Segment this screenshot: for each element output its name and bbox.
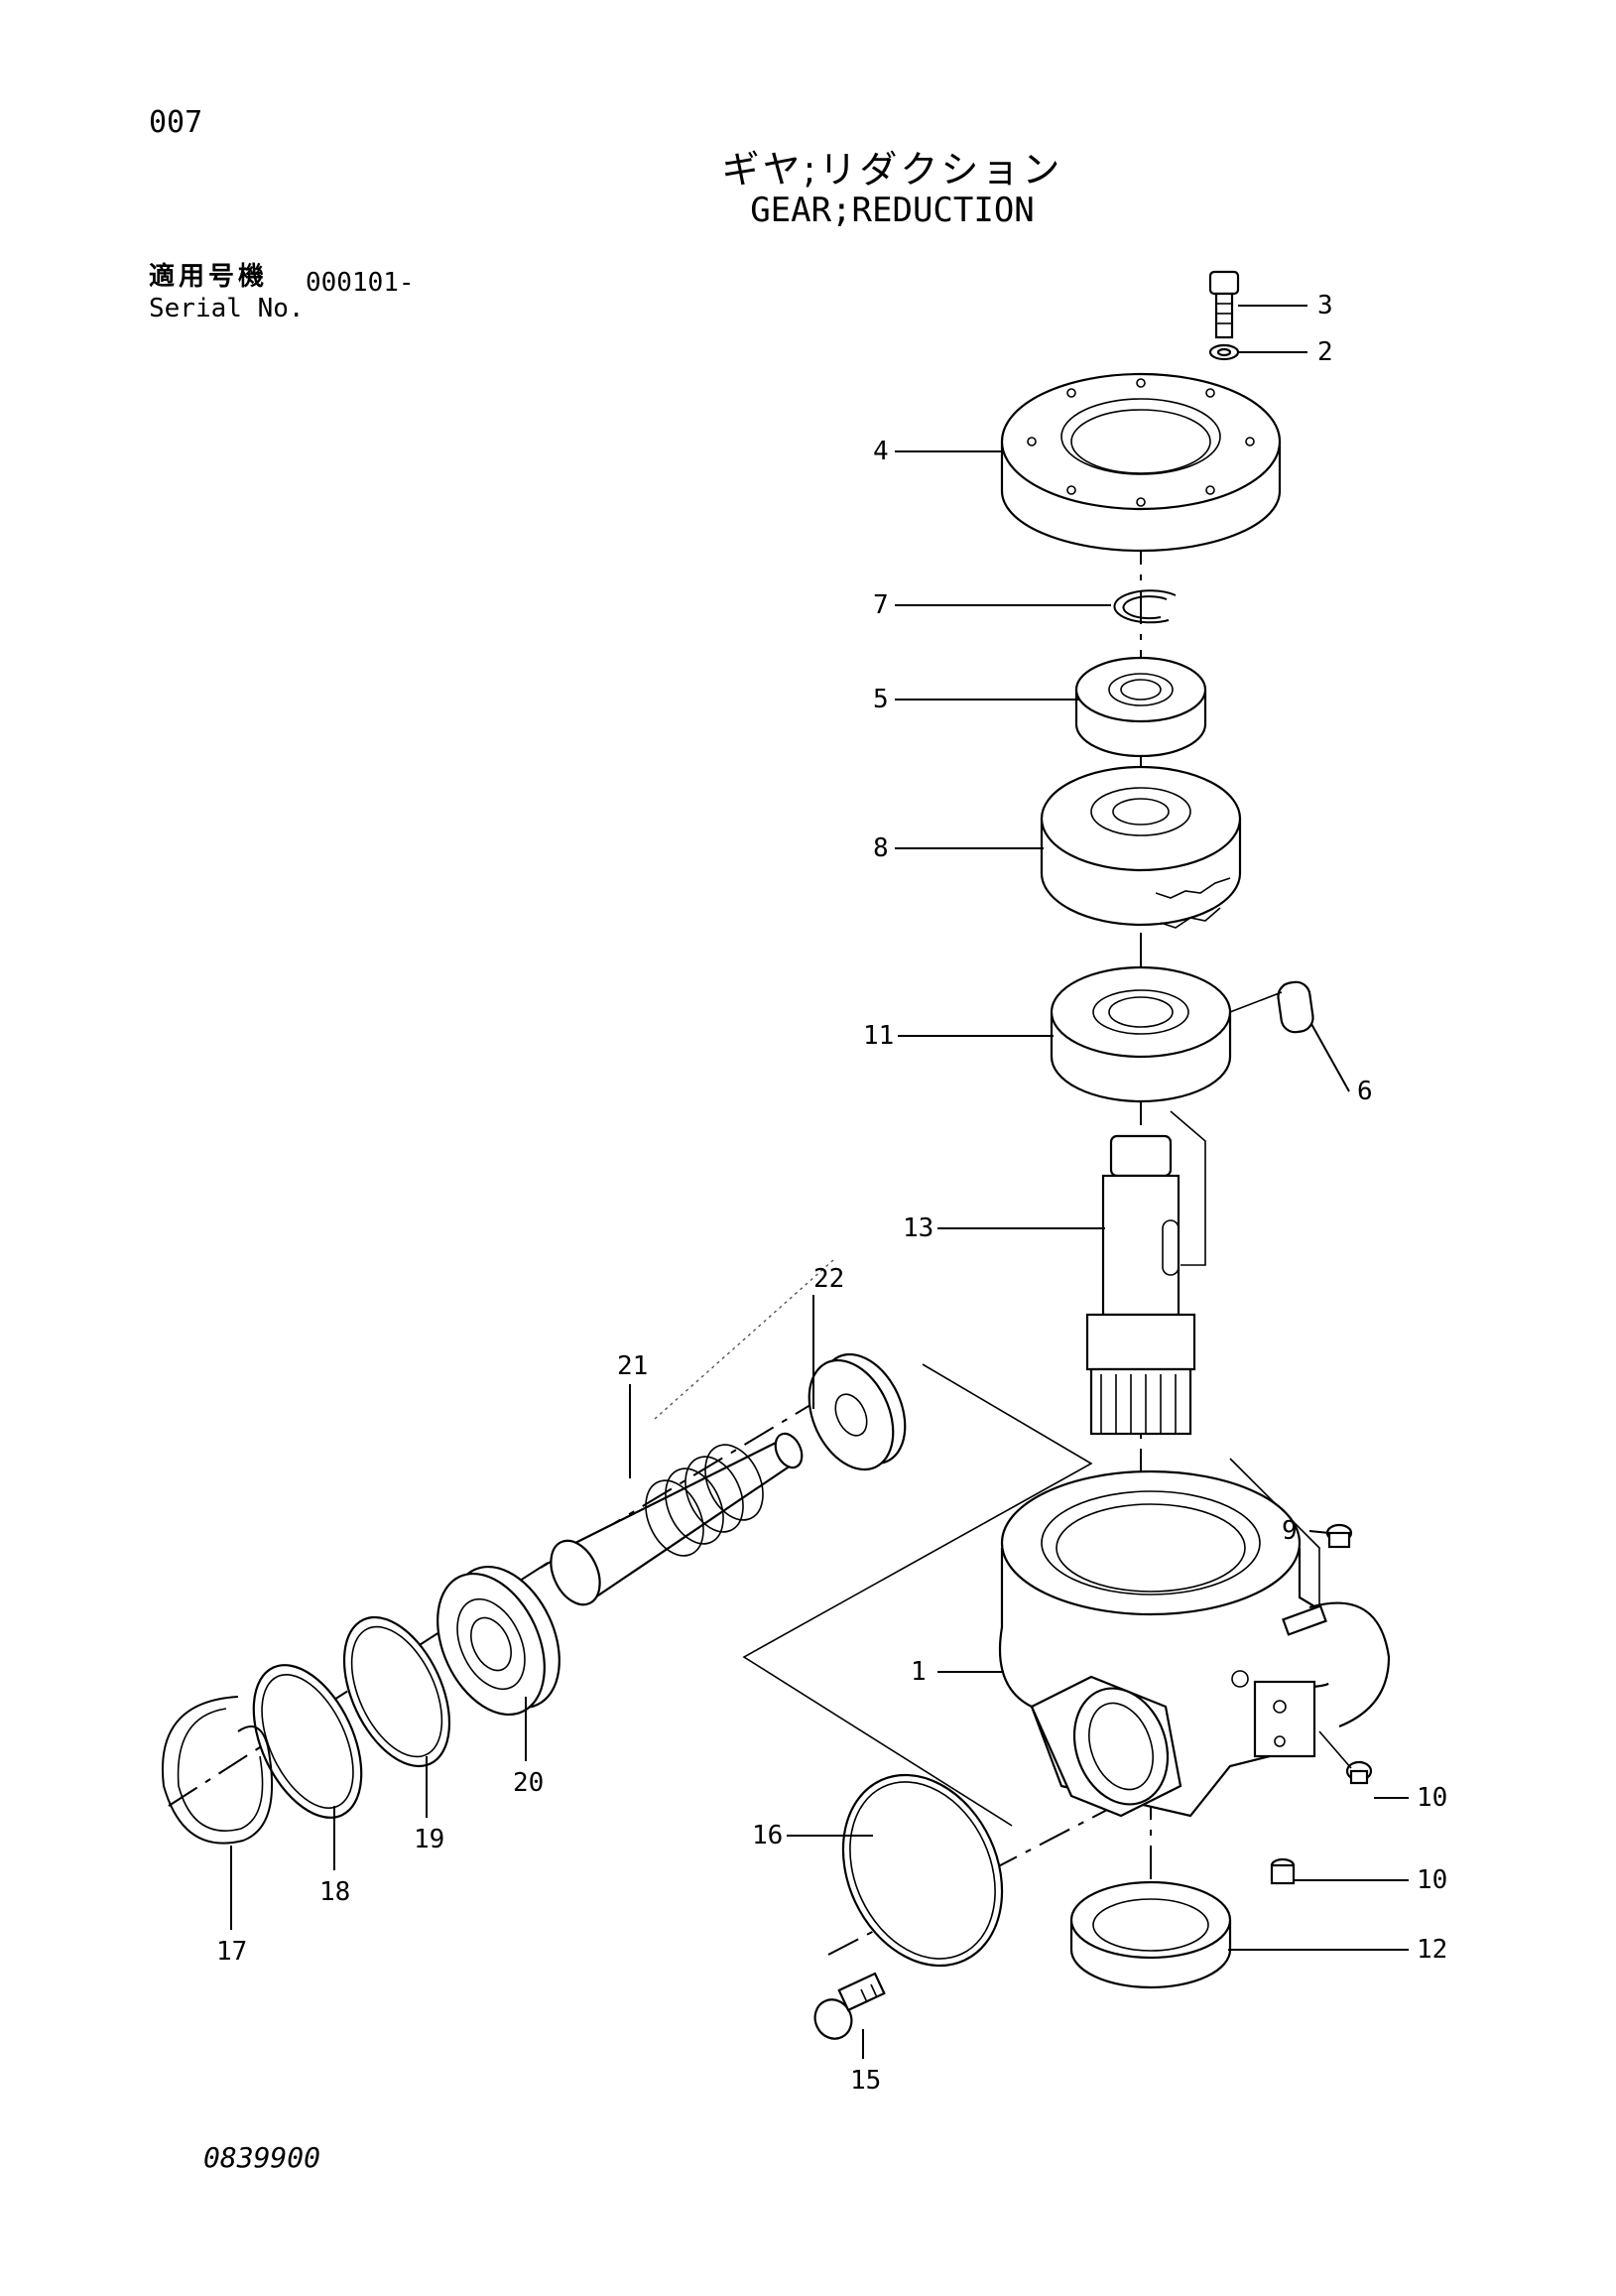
serial-label-english: Serial No. (149, 294, 305, 323)
callout-5: 5 (873, 685, 889, 714)
callout-18: 18 (319, 1877, 350, 1907)
callout-8: 8 (873, 833, 889, 863)
callout-21: 21 (617, 1351, 648, 1381)
part-9-plug (1325, 1523, 1353, 1549)
part-11-bearing (1050, 965, 1232, 1103)
callout-11: 11 (863, 1021, 894, 1051)
part-10-plug-upper (1318, 1730, 1373, 1785)
part-13-pinion-shaft (1085, 1110, 1206, 1436)
drawing-number: 0839900 (203, 2141, 321, 2174)
part-20-bearing (436, 1565, 560, 1717)
callout-9: 9 (1282, 1516, 1298, 1546)
callout-20: 20 (513, 1768, 544, 1798)
callout-12: 12 (1417, 1935, 1447, 1965)
part-3-bolt (1208, 270, 1240, 339)
callout-22: 22 (813, 1264, 844, 1294)
callout-labels: 3 2 4 7 5 8 11 6 13 22 21 9 1 10 10 12 1… (216, 291, 1447, 2096)
callout-17: 17 (216, 1937, 247, 1967)
part-16-o-ring (841, 1773, 1004, 1968)
callout-6: 6 (1357, 1077, 1373, 1106)
callout-7: 7 (873, 590, 889, 620)
callout-16: 16 (752, 1821, 783, 1850)
callout-13: 13 (903, 1213, 933, 1243)
part-22-bearing (808, 1352, 907, 1471)
callout-19: 19 (414, 1825, 444, 1854)
part-15-cap-bolt (813, 1972, 886, 2040)
part-17-snap-ring (162, 1696, 274, 1845)
part-21-worm-shaft (550, 1432, 804, 1606)
page-number: 007 (149, 105, 203, 140)
part-6-key (1229, 980, 1314, 1034)
serial-number-value: 000101- (306, 268, 415, 298)
part-1-housing (998, 1469, 1391, 1818)
callout-2: 2 (1317, 337, 1333, 367)
part-7-snap-ring (1113, 589, 1177, 624)
part-19-shim (342, 1615, 451, 1768)
callout-15: 15 (850, 2066, 881, 2096)
callout-4: 4 (873, 437, 889, 466)
part-2-washer (1208, 343, 1240, 361)
callout-10-lower: 10 (1417, 1865, 1447, 1895)
callout-1: 1 (911, 1657, 927, 1687)
callout-3: 3 (1317, 291, 1333, 320)
title-japanese: ギヤ;リダクション (721, 148, 1063, 191)
leader-lines (230, 305, 1409, 2059)
callout-10-upper: 10 (1417, 1783, 1447, 1813)
serial-label-japanese: 適用号機 (149, 262, 269, 292)
title-english: GEAR;REDUCTION (750, 191, 1035, 230)
part-18-ring (252, 1664, 363, 1819)
part-5-bearing (1074, 656, 1207, 758)
part-10-plug-lower (1270, 1857, 1296, 1885)
part-8-worm-gear (1040, 765, 1242, 929)
part-4-cover-plate (1000, 372, 1282, 553)
part-12-seal (1069, 1880, 1232, 1989)
